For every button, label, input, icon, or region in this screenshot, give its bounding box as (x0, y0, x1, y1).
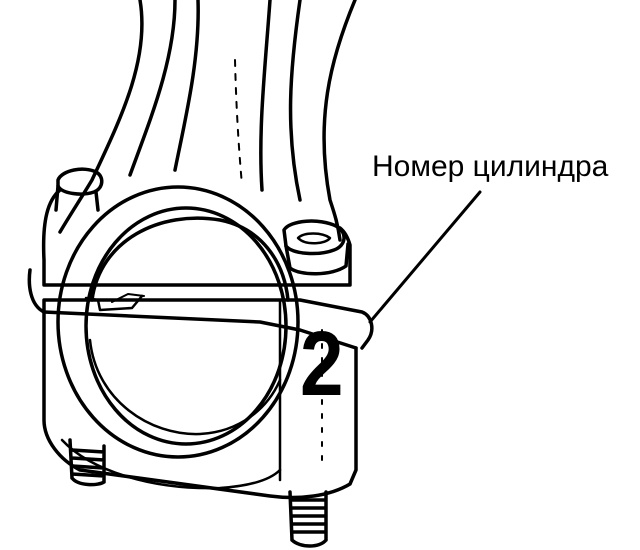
right-bolt-head-side (284, 242, 350, 276)
rod-beam-right-edge (322, 0, 357, 242)
callout-leader-line (368, 190, 482, 324)
bearing-shell-lower-edge (88, 338, 282, 436)
bearing-shell-inner-edge (90, 216, 290, 302)
right-bolt-thread (288, 490, 328, 548)
bearing-shell (84, 206, 288, 446)
rod-beam-rib-inner-right (259, 0, 272, 192)
cap-parting-line (27, 268, 374, 350)
left-bolt-head-top (56, 167, 104, 196)
cylinder-number-label: Номер цилиндра (372, 150, 609, 183)
cap-lower-outline (42, 310, 358, 500)
rod-beam-rib-right (288, 0, 302, 202)
bearing-tang (84, 294, 144, 312)
rod-beam-rib-inner-left (173, 0, 200, 172)
left-bolt-head-side (54, 184, 100, 212)
cylinder-number-marking: 2 (300, 313, 344, 415)
rod-beam-rib-left (128, 0, 177, 177)
bearing-bore-outer (56, 185, 300, 459)
big-end-upper-outline (41, 188, 352, 287)
right-bolt-head-ring (296, 232, 332, 245)
rod-beam-center-hatch (234, 59, 243, 186)
left-bolt-thread (68, 438, 106, 487)
bearing-tang-detail (111, 293, 145, 303)
right-bolt-head-top (282, 219, 346, 256)
rod-beam-left-edge (58, 0, 144, 234)
